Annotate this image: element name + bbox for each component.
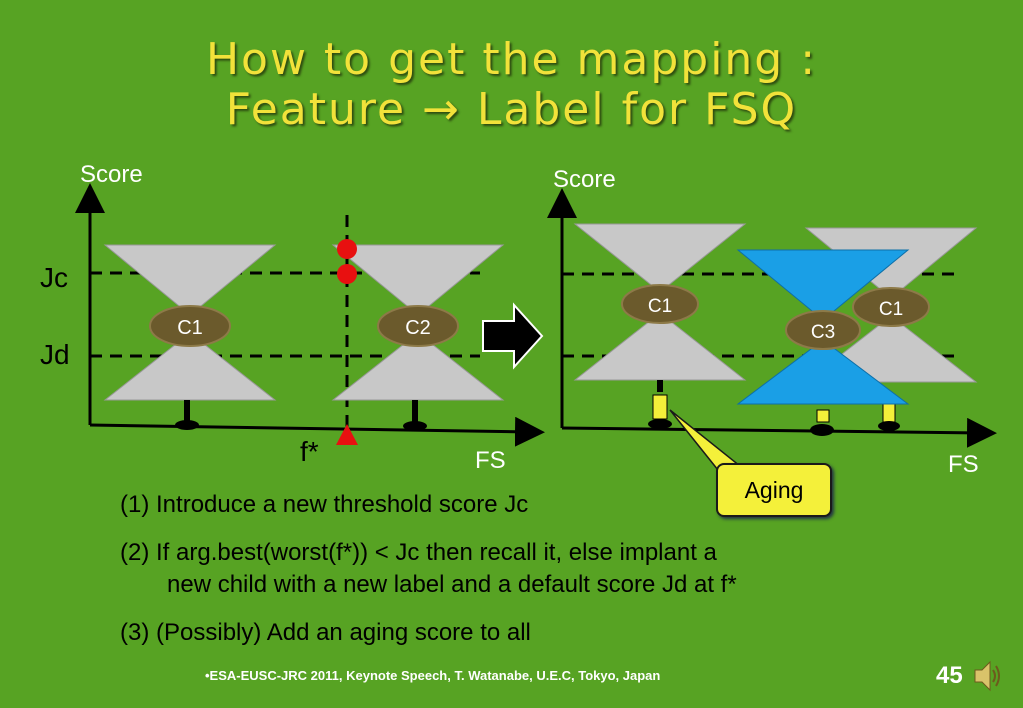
jc-label: Jc: [40, 262, 68, 293]
right-x-axis-label: FS: [948, 451, 979, 478]
left-y-axis-label: Score: [80, 161, 143, 188]
aging-callout: Aging: [716, 463, 832, 517]
page-number: 45: [936, 662, 963, 689]
fstar-red-triangle: [336, 424, 358, 445]
right-diagram: Score FS C1 C3 C1: [547, 166, 997, 478]
right-c1a-hourglass: [573, 223, 747, 429]
left-c1-label: C1: [177, 317, 203, 339]
right-c3-hourglass: [736, 249, 910, 436]
right-c1a-label: C1: [648, 296, 672, 317]
right-arrow-icon: [482, 302, 544, 370]
right-x-axis: [561, 417, 997, 448]
bullet-2-text: If arg.best(worst(f*)) < Jc then recall …: [156, 539, 717, 566]
fstar-label: f*: [300, 436, 319, 467]
bullet-2-continuation: new child with a new label and a default…: [167, 571, 737, 598]
footer-text: •ESA-EUSC-JRC 2011, Keynote Speech, T. W…: [205, 668, 661, 683]
speaker-icon[interactable]: [972, 658, 1002, 694]
aging-label: Aging: [744, 476, 804, 503]
bullet-1: (1) Introduce a new threshold score Jc: [120, 490, 528, 520]
left-c2-hourglass: [331, 244, 505, 431]
right-c3-label: C3: [811, 322, 835, 343]
left-diagram: Score FS Jc Jd f* C1 C2: [40, 161, 545, 474]
red-dot-top: [337, 239, 357, 259]
bullet-1-text: Introduce a new threshold score Jc: [156, 491, 529, 518]
bullet-3: (3) (Possibly) Add an aging score to all: [120, 618, 531, 648]
slide-title-line2: Feature → Label for FSQ: [225, 84, 798, 135]
right-y-axis-label: Score: [553, 166, 616, 193]
left-c2-label: C2: [405, 317, 431, 339]
left-c1-hourglass: [103, 244, 277, 430]
left-x-axis-label: FS: [475, 447, 506, 474]
bullet-3-num: (3): [120, 619, 150, 646]
bullet-1-num: (1): [120, 491, 150, 518]
bullet-2: (2) If arg.best(worst(f*)) < Jc then rec…: [120, 538, 717, 568]
left-x-axis: [89, 416, 545, 447]
red-dot-jc: [337, 264, 357, 284]
right-c1b-label: C1: [879, 299, 903, 320]
slide-title-line1: How to get the mapping :: [205, 34, 818, 85]
bullet-2-num: (2): [120, 539, 150, 566]
bullet-3-text: (Possibly) Add an aging score to all: [156, 619, 531, 646]
jd-label: Jd: [40, 339, 70, 370]
aging-callout-pointer: [669, 409, 742, 471]
